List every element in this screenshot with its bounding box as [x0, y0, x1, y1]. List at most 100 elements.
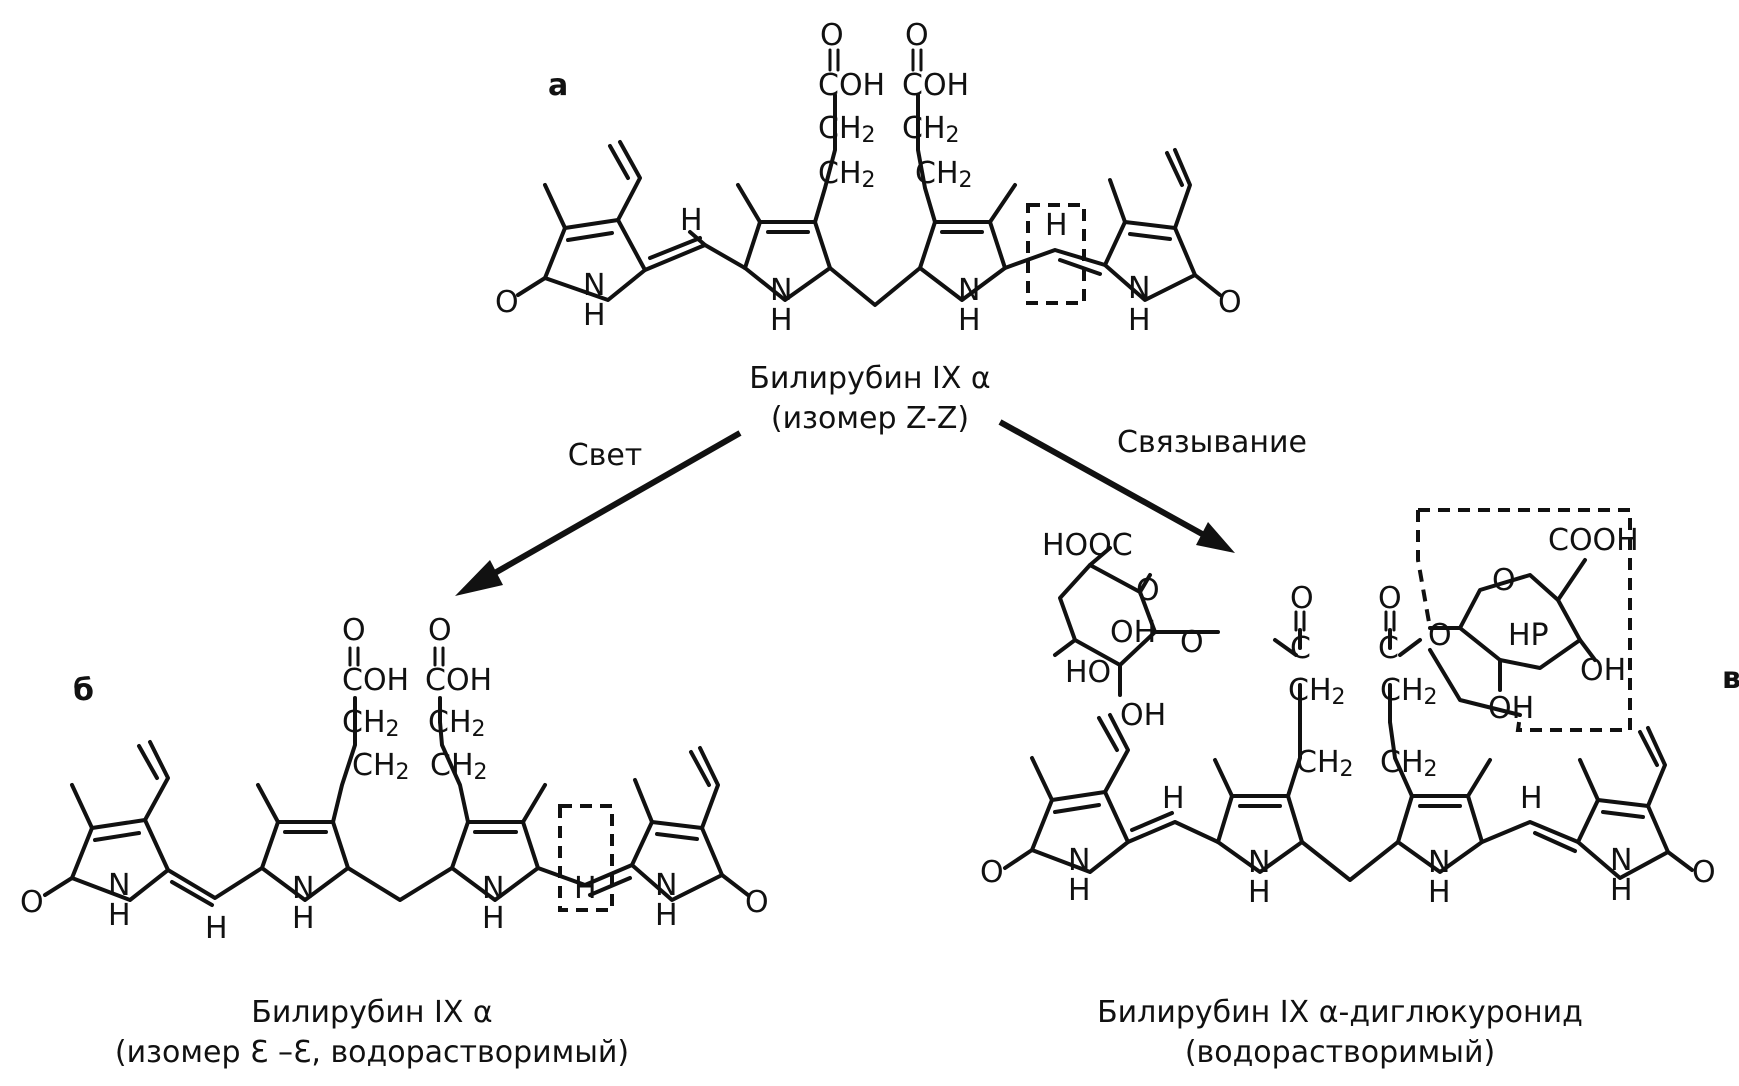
svg-text:CH2: CH2	[902, 111, 960, 148]
svg-text:O: O	[428, 613, 452, 648]
svg-text:N: N	[1428, 845, 1450, 880]
compound-zz-name: Билирубин IX α	[749, 361, 990, 396]
svg-text:N: N	[655, 868, 677, 903]
svg-text:N: N	[1610, 843, 1632, 878]
svg-text:OH: OH	[1580, 653, 1626, 688]
panel-label-b: б	[73, 673, 94, 708]
compound-zz-isomer: (изомер Z-Z)	[771, 401, 969, 436]
svg-text:H: H	[583, 298, 606, 333]
svg-text:N: N	[292, 871, 314, 906]
svg-text:C: C	[1378, 631, 1399, 666]
svg-text:H: H	[1162, 781, 1185, 816]
svg-text:O: O	[1290, 581, 1314, 616]
highlight-h-box	[558, 804, 614, 912]
svg-text:CH2: CH2	[428, 705, 486, 742]
svg-text:N: N	[1128, 271, 1150, 306]
highlight-h-box	[1026, 203, 1086, 305]
svg-text:H: H	[1248, 875, 1271, 910]
ring-1	[543, 218, 647, 302]
svg-text:O: O	[1378, 581, 1402, 616]
bilirubin-diglucuronide-structure: O N H H N H N H H N H O CH2 CH2 CH2 CH2 …	[980, 508, 1716, 910]
svg-text:H: H	[1068, 873, 1091, 908]
svg-text:CH2: CH2	[342, 705, 400, 742]
svg-text:H: H	[1128, 303, 1151, 338]
svg-text:H: H	[1520, 781, 1543, 816]
svg-text:H: H	[292, 901, 315, 936]
svg-text:O: O	[495, 285, 519, 320]
svg-text:N: N	[108, 868, 130, 903]
svg-text:O: O	[20, 885, 44, 920]
ring-3	[918, 220, 1007, 302]
svg-text:O: O	[342, 613, 366, 648]
bilirubin-ee-structure: O N H H N H N H H N H O O O COH COH CH2 …	[20, 613, 769, 946]
svg-text:HO: HO	[1065, 655, 1111, 690]
svg-text:OH: OH	[1110, 615, 1156, 650]
arrow-light-label: Свет	[568, 438, 643, 473]
svg-text:CH2: CH2	[818, 111, 876, 148]
svg-text:CH2: CH2	[1380, 745, 1438, 782]
arrow-light-line	[463, 430, 742, 593]
svg-text:OH: OH	[1120, 698, 1166, 733]
svg-text:O: O	[1136, 573, 1160, 608]
svg-text:H: H	[958, 303, 981, 338]
arrow-binding-head	[1196, 522, 1235, 553]
svg-text:O: O	[905, 18, 929, 53]
compound-glucuronide-name: Билирубин IX α-диглюкуронид	[1097, 995, 1583, 1030]
svg-text:N: N	[482, 871, 504, 906]
svg-text:CH2: CH2	[1288, 673, 1346, 710]
svg-text:N: N	[1248, 845, 1270, 880]
svg-text:O: O	[1180, 625, 1204, 660]
arrow-light-head	[455, 560, 503, 596]
svg-text:O: O	[745, 885, 769, 920]
svg-text:CH2: CH2	[1380, 673, 1438, 710]
svg-text:HOOC: HOOC	[1042, 528, 1133, 563]
svg-text:C: C	[1290, 631, 1311, 666]
svg-text:H: H	[1045, 208, 1068, 243]
ring-4	[1103, 220, 1197, 302]
svg-text:COH: COH	[425, 663, 492, 698]
svg-text:O: O	[1428, 618, 1452, 653]
svg-text:H: H	[574, 871, 597, 906]
svg-text:H: H	[1610, 873, 1633, 908]
compound-glucuronide-note: (водорастворимый)	[1185, 1035, 1495, 1070]
svg-text:COH: COH	[818, 68, 885, 103]
arrow-binding-line	[998, 419, 1224, 548]
svg-text:O: O	[1492, 563, 1516, 598]
svg-text:O: O	[980, 855, 1004, 890]
svg-text:O: O	[1218, 285, 1242, 320]
svg-text:CH2: CH2	[1296, 745, 1354, 782]
svg-text:H: H	[205, 911, 228, 946]
panel-label-a: а	[548, 68, 568, 103]
svg-text:OH: OH	[1488, 691, 1534, 726]
bilirubin-zz-structure: O N H H N H N H H N H O O O COH COH CH2 …	[495, 18, 1242, 338]
glucuronide-ring-right	[1458, 573, 1582, 670]
svg-text:N: N	[583, 268, 605, 303]
svg-text:CH2: CH2	[818, 156, 876, 193]
svg-text:O: O	[1692, 855, 1716, 890]
compound-ee-isomer: (изомер Ɛ –Ɛ, водорастворимый)	[115, 1035, 629, 1070]
highlight-sugar-box	[1416, 508, 1632, 732]
svg-text:N: N	[770, 273, 792, 308]
svg-text:H: H	[770, 303, 793, 338]
svg-text:CH2: CH2	[352, 748, 410, 785]
ring-2	[743, 220, 832, 302]
svg-text:H: H	[108, 898, 131, 933]
svg-text:COH: COH	[342, 663, 409, 698]
svg-text:N: N	[958, 273, 980, 308]
svg-text:H: H	[1428, 875, 1451, 910]
compound-ee-name: Билирубин IX α	[251, 995, 492, 1030]
svg-text:H: H	[680, 203, 703, 238]
svg-text:COOH: COOH	[1548, 523, 1639, 558]
svg-text:CH2: CH2	[915, 156, 973, 193]
svg-text:CH2: CH2	[430, 748, 488, 785]
svg-text:N: N	[1068, 843, 1090, 878]
svg-text:H: H	[482, 901, 505, 936]
svg-text:HP: HP	[1508, 618, 1549, 653]
arrow-binding-label: Связывание	[1117, 425, 1307, 460]
panel-label-c: в	[1722, 661, 1739, 696]
svg-text:H: H	[655, 898, 678, 933]
svg-text:O: O	[820, 18, 844, 53]
svg-text:COH: COH	[902, 68, 969, 103]
